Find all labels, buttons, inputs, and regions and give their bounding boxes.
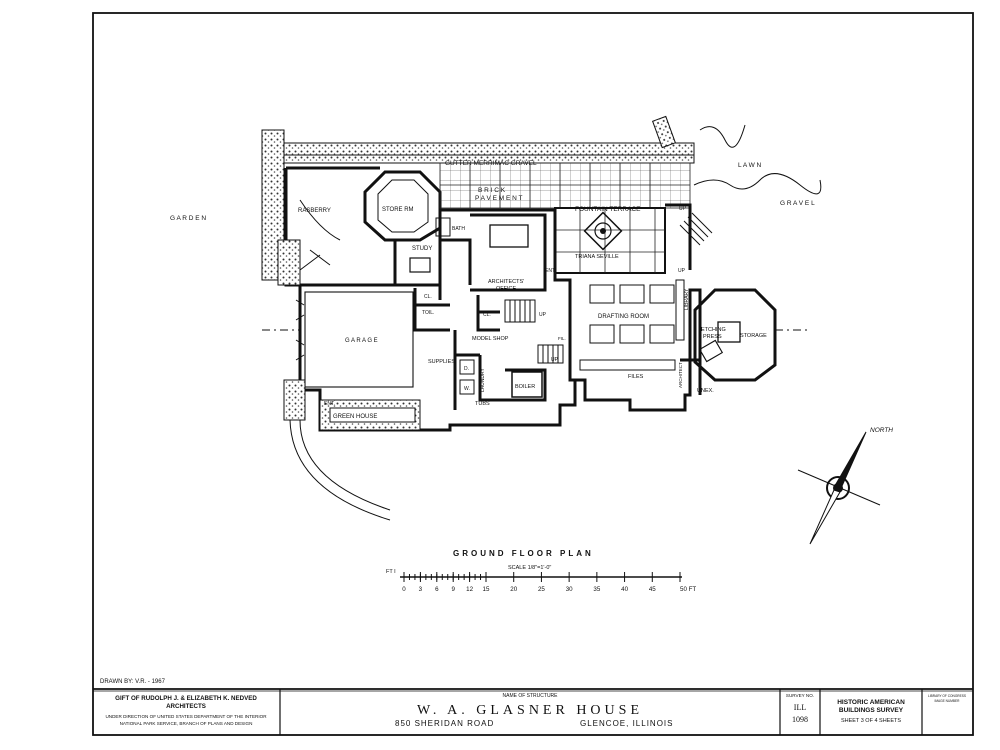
label-green-house: GREEN HOUSE [333,414,377,420]
store-room [363,170,442,242]
label-office: OFFICE [496,286,516,292]
label-garden: G A R D E N [170,215,206,222]
garden-curve [299,419,391,511]
scale-bar: 0 3 6 9 12 15 20 25 30 35 40 45 50 FT [400,572,696,593]
label-fil: FIL. [558,336,566,341]
label-drafting-room: DRAFTING ROOM [598,314,649,320]
scale-tick-label: 40 [621,586,628,593]
label-supplies: SUPPLIES [428,359,455,365]
scale-tick-label: 25 [538,586,545,593]
label-cl-2: CL. [483,312,491,318]
scale-tick-label: 6 [435,586,439,593]
floor-plan [261,115,881,545]
study-walls [393,213,547,292]
loc-line-1: LIBRARY OF CONGRESS [928,694,966,698]
office-desk [489,224,529,248]
direction-line-2: NATIONAL PARK SERVICE, BRANCH OF PLANS A… [120,721,253,726]
scale-tick-label: 12 [466,586,473,593]
label-library: LIBRARY [684,288,690,310]
gift-line: GIFT OF RUDOLPH J. & ELIZABETH K. NEDVED [115,695,257,702]
label-up-2: UP [551,357,559,363]
structure-address: 850 SHERIDAN ROAD [395,719,494,728]
structure-city: GLENCOE, ILLINOIS [580,719,673,728]
scale-tick-label: 20 [510,586,517,593]
label-up-1: UP [539,312,547,318]
label-unex: UNEX. [697,388,714,394]
label-d: D. [464,366,469,372]
sheet-border [92,12,974,736]
label-architects: ARCHITECTS' [488,279,524,285]
scale-tick-label: 3 [419,586,423,593]
survey-label: SURVEY NO. [786,693,814,698]
direction-line-1: UNDER DIRECTION OF UNITED STATES DEPARTM… [105,714,267,719]
scale-tick-label: 15 [483,586,490,593]
rasberry-garden [284,166,390,287]
label-gutter: GUTTER MERRIMAC GRAVEL [445,160,537,167]
plan-title: GROUND FLOOR PLAN [453,549,594,558]
label-ent-bottom: ENT. [324,401,335,407]
scale-tick-label: 9 [451,586,455,593]
label-bath: BATH [452,226,465,232]
label-w: W. [464,386,470,392]
label-store-rm: STORE RM [382,207,414,213]
label-architect: ARCHITECT [678,362,683,388]
label-fountain-terrace: FOUNTAIN TERRACE [575,206,641,213]
label-up-4: UP [678,268,686,274]
name-of-structure-label: NAME OF STRUCTURE [503,693,559,699]
drafting-tables [579,284,676,371]
scale-tick-label: 45 [649,586,656,593]
label-storage: STORAGE [740,333,767,339]
label-cl-1: CL. [424,294,432,300]
label-press: PRESS [703,334,722,340]
plan-title-block: GROUND FLOOR PLAN SCALE 1/8"=1'-0" FT I … [386,549,696,593]
boiler [511,371,543,398]
label-files: FILES [628,374,644,380]
label-toil: TOIL. [422,310,434,316]
label-study: STUDY [412,246,432,252]
architects-line: ARCHITECTS [166,703,206,710]
label-rasberry: RASBERRY [298,208,331,214]
lawn-edge [693,173,822,195]
scale-tick-label: 30 [566,586,573,593]
label-lawn: L A W N [738,162,762,169]
label-brick: B R I C K [478,187,506,194]
label-gravel: G R A V E L [780,200,815,207]
label-triana: TRIANA SEVILLE [575,254,619,260]
scale-label: SCALE 1/8"=1'-0" [508,565,551,571]
sheet-info: SHEET 3 OF 4 SHEETS [841,718,901,724]
structure-name: W. A. GLASNER HOUSE [417,703,643,718]
title-block: GIFT OF RUDOLPH J. & ELIZABETH K. NEDVED… [93,688,973,735]
survey-state: ILL [794,703,807,712]
label-north: NORTH [870,427,893,434]
fountain [583,211,623,251]
survey-number: 1098 [792,715,808,724]
label-pavement: P A V E M E N T [475,195,522,202]
label-garage: G A R A G E [345,338,378,344]
scale-unit-left: FT I [386,569,396,575]
label-laundry: LAUNDRY [480,368,486,392]
scale-tick-label: 0 [402,586,406,593]
scale-tick-label: 35 [593,586,600,593]
label-tubs: TUBS [475,401,490,407]
loc-line-2: IMAGE NUMBER [935,699,961,703]
north-arrow [797,431,881,545]
label-model-shop: MODEL SHOP [472,336,509,342]
label-boiler: BOILER [515,384,535,390]
drawn-by: DRAWN BY: V.R. - 1967 [100,679,166,685]
garage [304,291,414,388]
habs-line-1: HISTORIC AMERICAN [837,699,905,706]
habs-line-2: BUILDINGS SURVEY [839,707,904,714]
label-etching: ETCHING [701,327,726,333]
fountain-terrace [554,207,666,274]
room-labels: G A R D E N L A W N G R A V E L GUTTER M… [170,160,893,434]
label-ent-top: ENT. [545,268,556,274]
scale-tick-label: 50 FT [680,586,696,593]
storage-octagon [693,288,777,382]
house-outline [300,208,702,412]
label-up-3: UP [679,206,687,212]
